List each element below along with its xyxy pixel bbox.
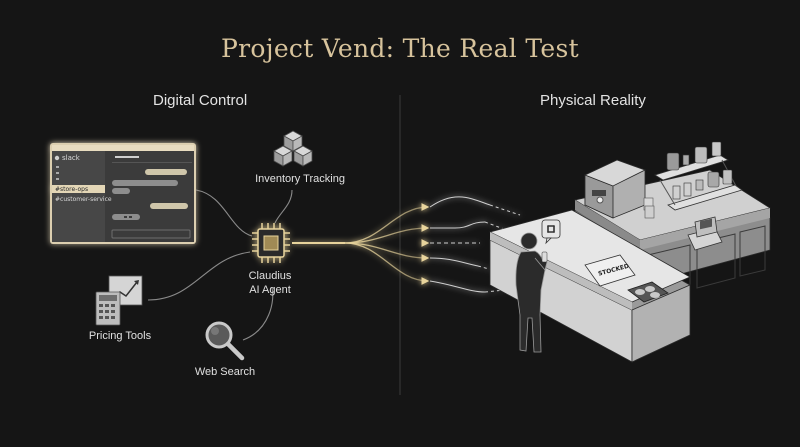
slack-logo-icon [54, 155, 60, 161]
cpu-chip-icon [252, 223, 290, 263]
calculator-chart-icon [95, 275, 143, 326]
slack-channel-store-ops: #store-ops [55, 186, 88, 193]
section-heading-digital: Digital Control [153, 92, 248, 109]
slack-notification-bubble-icon [541, 219, 561, 245]
slack-channel-customer-service: #customer-service [55, 196, 112, 203]
magnifier-icon [205, 321, 245, 361]
pricing-tools-label: Pricing Tools [88, 330, 152, 342]
diagram-title: Project Vend: The Real Test [221, 34, 579, 63]
store-scene: STOCKED [488, 141, 772, 363]
person-with-phone [515, 232, 548, 353]
slack-brand: slack [62, 154, 81, 162]
output-beam [292, 196, 521, 293]
web-search-label: Web Search [194, 366, 256, 378]
stacked-boxes-icon [273, 130, 313, 167]
connector-lines [147, 189, 293, 341]
inventory-tracking-label: Inventory Tracking [255, 173, 345, 185]
slack-window: slack #store-ops #customer-service [50, 143, 196, 244]
ai-agent-role: AI Agent [249, 284, 291, 296]
section-heading-physical: Physical Reality [540, 92, 646, 109]
ai-agent-name: Claudius [248, 270, 292, 282]
ai-agent-label: Claudius AI Agent [240, 269, 300, 297]
